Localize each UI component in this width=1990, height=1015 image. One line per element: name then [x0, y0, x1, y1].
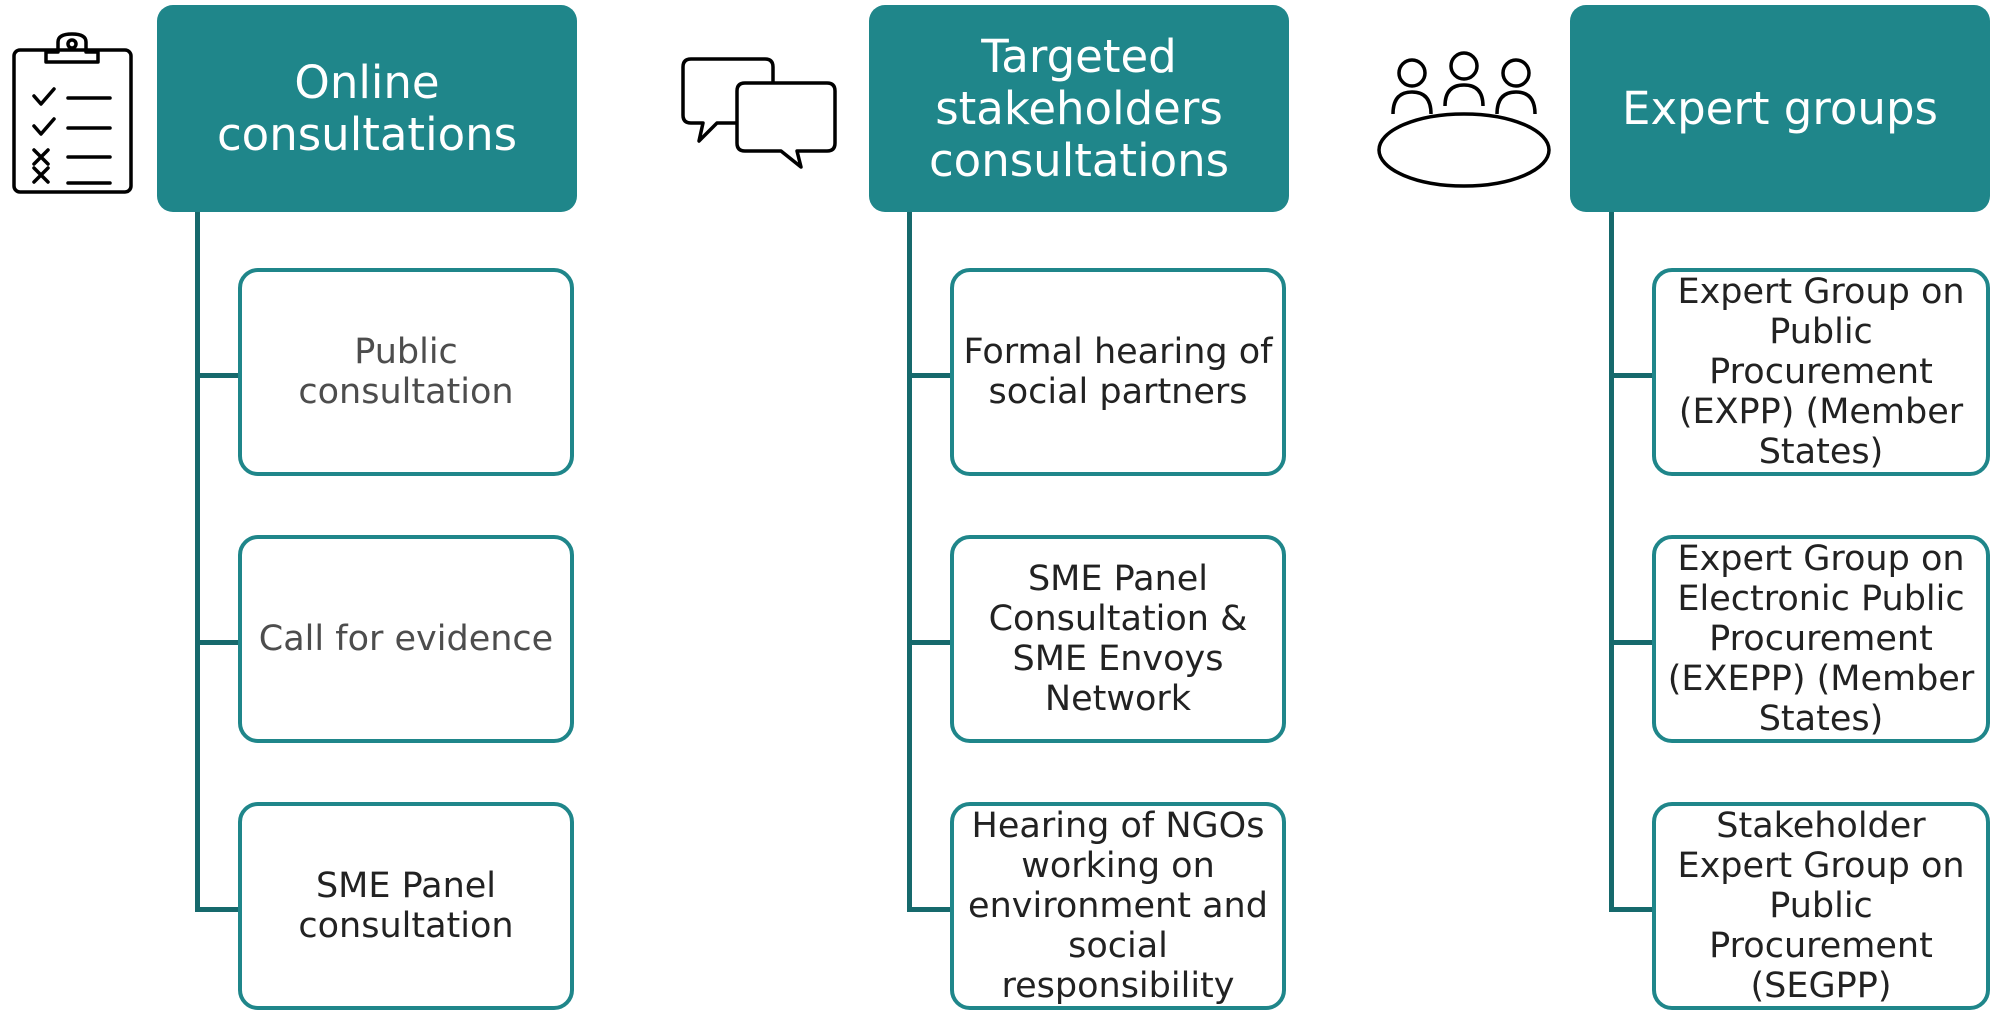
- item-public-consultation: Public consultation: [238, 268, 574, 476]
- item-expp: Expert Group on Public Procurement (EXPP…: [1652, 268, 1990, 476]
- connector-branch: [195, 640, 238, 645]
- speech-bubbles-icon: [681, 57, 837, 169]
- item-sme-panel-consultation: SME Panel consultation: [238, 802, 574, 1010]
- item-hearing-ngos: Hearing of NGOs working on environment a…: [950, 802, 1286, 1010]
- connector-branch: [195, 907, 238, 912]
- connector-branch: [1609, 640, 1652, 645]
- item-sme-panel-envoys: SME Panel Consultation & SME Envoys Netw…: [950, 535, 1286, 743]
- connector-branch: [907, 907, 950, 912]
- item-exepp: Expert Group on Electronic Public Procur…: [1652, 535, 1990, 743]
- header-online-consultations: Online consultations: [157, 5, 577, 212]
- connector-branch: [195, 373, 238, 378]
- header-expert-groups: Expert groups: [1570, 5, 1990, 212]
- connector-branch: [1609, 907, 1652, 912]
- item-segpp: Stakeholder Expert Group on Public Procu…: [1652, 802, 1990, 1010]
- connector-branch: [907, 373, 950, 378]
- connector-branch: [907, 640, 950, 645]
- clipboard-checklist-icon: [12, 32, 133, 194]
- meeting-table-icon: [1377, 51, 1551, 188]
- connector-branch: [1609, 373, 1652, 378]
- connector-trunk: [195, 212, 200, 912]
- connector-trunk: [907, 212, 912, 912]
- header-targeted-stakeholders: Targeted stakeholders consultations: [869, 5, 1289, 212]
- item-call-for-evidence: Call for evidence: [238, 535, 574, 743]
- item-formal-hearing: Formal hearing of social partners: [950, 268, 1286, 476]
- connector-trunk: [1609, 212, 1614, 912]
